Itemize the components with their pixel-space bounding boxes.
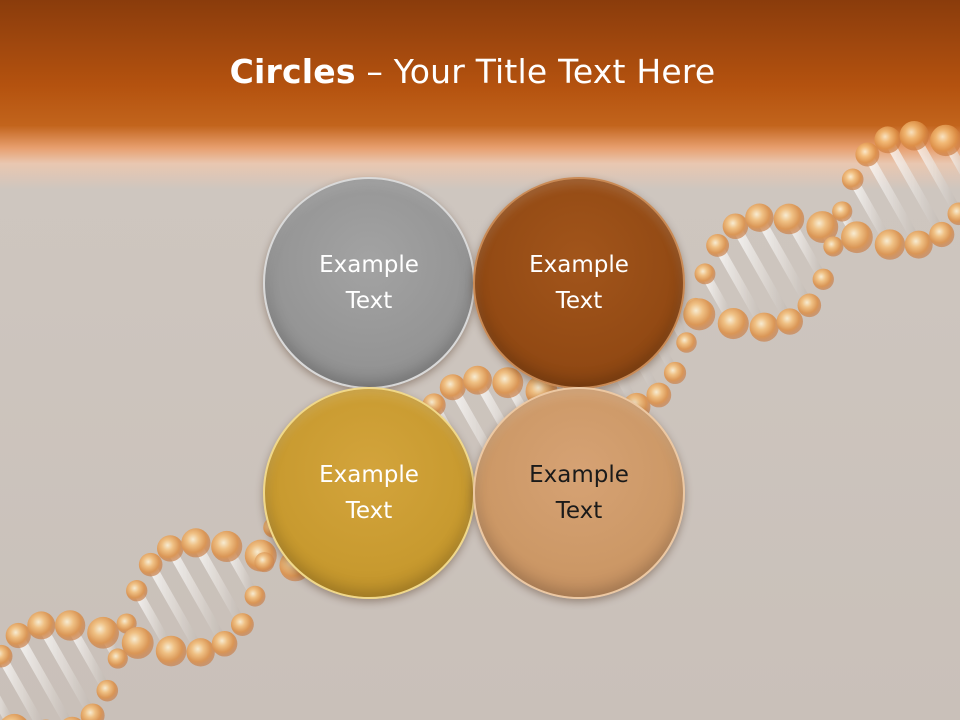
dna-bead — [929, 221, 955, 248]
dna-bead — [806, 211, 839, 243]
dna-bead — [823, 236, 844, 257]
circle-text: Example Text — [319, 462, 419, 524]
dna-bead — [27, 611, 56, 640]
dna-rod — [36, 620, 98, 720]
dna-bead — [157, 535, 184, 562]
dna-bead — [930, 124, 960, 157]
dna-bead — [812, 268, 834, 290]
dna-bead — [439, 374, 466, 401]
dna-bead — [745, 203, 774, 232]
dna-bead — [899, 121, 930, 151]
dna-rod — [862, 150, 924, 250]
dna-bead — [121, 627, 154, 659]
dna-bead — [138, 552, 163, 577]
dna-bead — [0, 644, 13, 668]
dna-rod — [0, 695, 14, 720]
dna-bead — [663, 361, 687, 385]
dna-bead — [492, 367, 524, 399]
dna-bead — [1, 713, 27, 720]
dna-bead — [749, 312, 779, 342]
dna-bead — [694, 263, 716, 285]
dna-bead — [874, 126, 902, 154]
dna-bead — [5, 622, 31, 649]
dna-bead — [904, 230, 933, 259]
dna-rod — [909, 131, 960, 219]
dna-bead — [855, 142, 880, 167]
circle-text: Example Text — [529, 252, 629, 314]
dna-bead — [211, 630, 238, 657]
dna-bead — [841, 221, 873, 254]
dna-bead — [706, 234, 730, 257]
dna-bead — [126, 580, 148, 602]
dna-bead — [230, 613, 254, 636]
dna-rod — [754, 213, 814, 310]
dna-bead — [87, 616, 119, 649]
dna-bead — [80, 703, 105, 720]
dna-bead — [832, 201, 853, 222]
circle-text: Example Text — [529, 462, 629, 524]
dna-rod — [713, 240, 769, 332]
dna-bead — [211, 530, 243, 563]
dna-rod — [730, 221, 795, 327]
dna-bead — [155, 635, 187, 667]
dna-bead — [947, 202, 960, 226]
circle-gold[interactable]: Example Text — [263, 387, 475, 599]
title-bold: Circles — [229, 52, 356, 91]
dna-rod — [0, 651, 43, 720]
circle-tan[interactable]: Example Text — [473, 387, 685, 599]
dna-bead — [96, 679, 119, 702]
circle-gray[interactable]: Example Text — [263, 177, 475, 389]
dna-bead — [254, 552, 275, 573]
dna-bead — [722, 213, 749, 240]
title-rest: – Your Title Text Here — [355, 52, 716, 91]
circle-brown[interactable]: Example Text — [473, 177, 685, 389]
dna-bead — [841, 168, 864, 191]
dna-bead — [676, 332, 697, 353]
dna-bead — [773, 203, 805, 235]
dna-bead — [63, 716, 81, 720]
dna-bead — [107, 648, 128, 669]
dna-bead — [244, 585, 266, 607]
dna-bead — [874, 229, 906, 260]
slide-title: Circles – Your Title Text Here — [0, 52, 945, 91]
dna-rod — [883, 135, 947, 240]
dna-rod — [146, 560, 206, 657]
dna-bead — [683, 298, 716, 331]
circle-text: Example Text — [319, 252, 419, 314]
dna-rod — [165, 543, 230, 649]
dna-bead — [646, 382, 672, 408]
dna-bead — [463, 365, 492, 395]
dna-bead — [797, 293, 822, 318]
dna-bead — [186, 638, 215, 667]
dna-bead — [776, 308, 803, 335]
dna-rod — [191, 538, 247, 630]
title-bar — [0, 0, 960, 190]
dna-bead — [181, 528, 211, 558]
dna-rod — [13, 630, 72, 720]
dna-bead — [54, 610, 86, 641]
dna-bead — [717, 307, 749, 340]
